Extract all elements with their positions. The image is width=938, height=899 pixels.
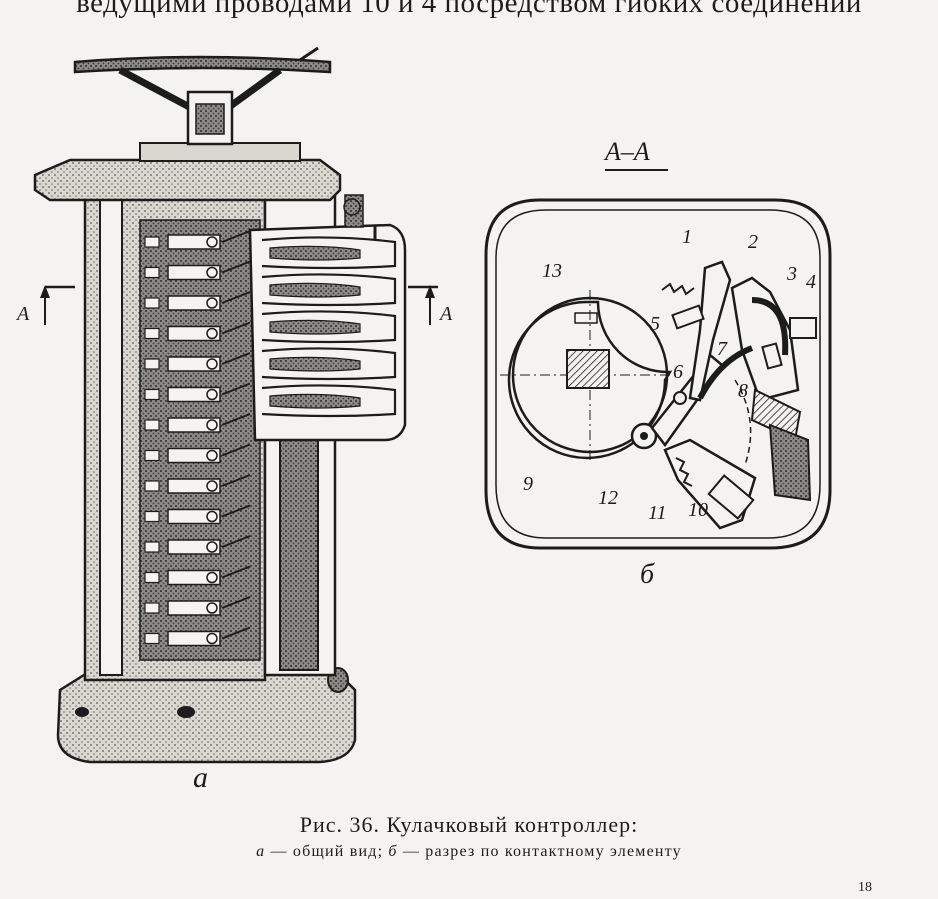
fixed-contact-block bbox=[697, 276, 817, 502]
cam-plate bbox=[261, 310, 397, 344]
part-label-12: 12 bbox=[598, 487, 618, 509]
base-plate bbox=[56, 663, 357, 764]
figure-caption-title: Рис. 36. Кулачковый контроллер: bbox=[299, 812, 639, 837]
svg-text:A: A bbox=[15, 303, 30, 325]
cam-drum-section bbox=[248, 194, 407, 442]
part-label-8: 8 bbox=[738, 380, 748, 402]
spring-top bbox=[661, 282, 695, 296]
cam-plate bbox=[261, 347, 397, 381]
svg-text:A: A bbox=[438, 303, 453, 325]
part-label-10: 10 bbox=[688, 499, 708, 521]
part-label-2: 2 bbox=[748, 231, 758, 253]
cam-plate bbox=[261, 236, 397, 270]
contact-row bbox=[144, 626, 251, 647]
sublabel-b: б bbox=[640, 559, 655, 590]
section-view-a-a: А–А bbox=[484, 137, 832, 590]
caption-text-b: — разрез по контактному элементу bbox=[397, 843, 682, 860]
cam-plate bbox=[261, 384, 397, 418]
part-label-6: 6 bbox=[673, 361, 683, 383]
caption-letter-b: б bbox=[388, 843, 398, 860]
contact-row bbox=[144, 230, 251, 250]
part-label-7: 7 bbox=[717, 338, 728, 360]
lower-bracket bbox=[663, 438, 757, 530]
contact-row bbox=[144, 474, 251, 494]
page-number: 18 bbox=[858, 880, 872, 895]
housing-outline-outer bbox=[484, 198, 832, 550]
flexible-lead bbox=[697, 345, 754, 400]
part-label-3: 3 bbox=[786, 263, 797, 285]
moving-contact-lever bbox=[661, 260, 732, 402]
base-hole bbox=[177, 706, 195, 718]
contact-row bbox=[144, 352, 251, 372]
part-label-4: 4 bbox=[806, 271, 816, 293]
part-label-13: 13 bbox=[542, 260, 562, 282]
square-shaft bbox=[566, 349, 610, 389]
section-mark-left: A bbox=[15, 285, 75, 325]
cam-plate-slot bbox=[269, 393, 361, 409]
contact-row bbox=[144, 382, 251, 403]
cam-plate-slot bbox=[269, 245, 361, 261]
caption-text-a: — общий вид; bbox=[265, 843, 389, 860]
part-label-1: 1 bbox=[682, 226, 692, 248]
cam-plate-slot bbox=[269, 282, 361, 298]
cam-plate bbox=[261, 273, 397, 307]
contact-row bbox=[144, 260, 251, 281]
contact-row bbox=[144, 443, 251, 464]
controller-general-view: A A а bbox=[15, 46, 453, 794]
housing-outline-inner bbox=[495, 209, 821, 539]
sublabel-a: а bbox=[193, 761, 208, 794]
section-mark-right: A bbox=[408, 285, 453, 325]
handwheel bbox=[73, 46, 332, 146]
contact-row bbox=[144, 565, 251, 586]
section-title: А–А bbox=[603, 137, 650, 166]
part-label-9: 9 bbox=[523, 473, 533, 495]
part-label-11: 11 bbox=[648, 502, 667, 524]
part-label-5: 5 bbox=[650, 313, 660, 335]
contact-row bbox=[144, 413, 251, 433]
contact-elements-column bbox=[139, 219, 261, 661]
cam-plate-slot bbox=[269, 319, 361, 335]
spring-bottom bbox=[675, 457, 693, 487]
figure-caption-legend: а — общий вид; б — разрез по контактному… bbox=[0, 843, 938, 861]
caption-letter-a: а bbox=[256, 843, 266, 860]
header-text-line: ведущими проводами 10 и 4 посредством ги… bbox=[76, 0, 862, 19]
cam-plate-slot bbox=[269, 356, 361, 372]
contact-row bbox=[144, 321, 251, 342]
contact-row bbox=[144, 535, 251, 555]
contact-row bbox=[144, 504, 251, 525]
cam-disc bbox=[500, 290, 680, 460]
top-plate bbox=[33, 158, 342, 202]
contact-row bbox=[144, 596, 251, 616]
contact-row bbox=[144, 291, 251, 311]
